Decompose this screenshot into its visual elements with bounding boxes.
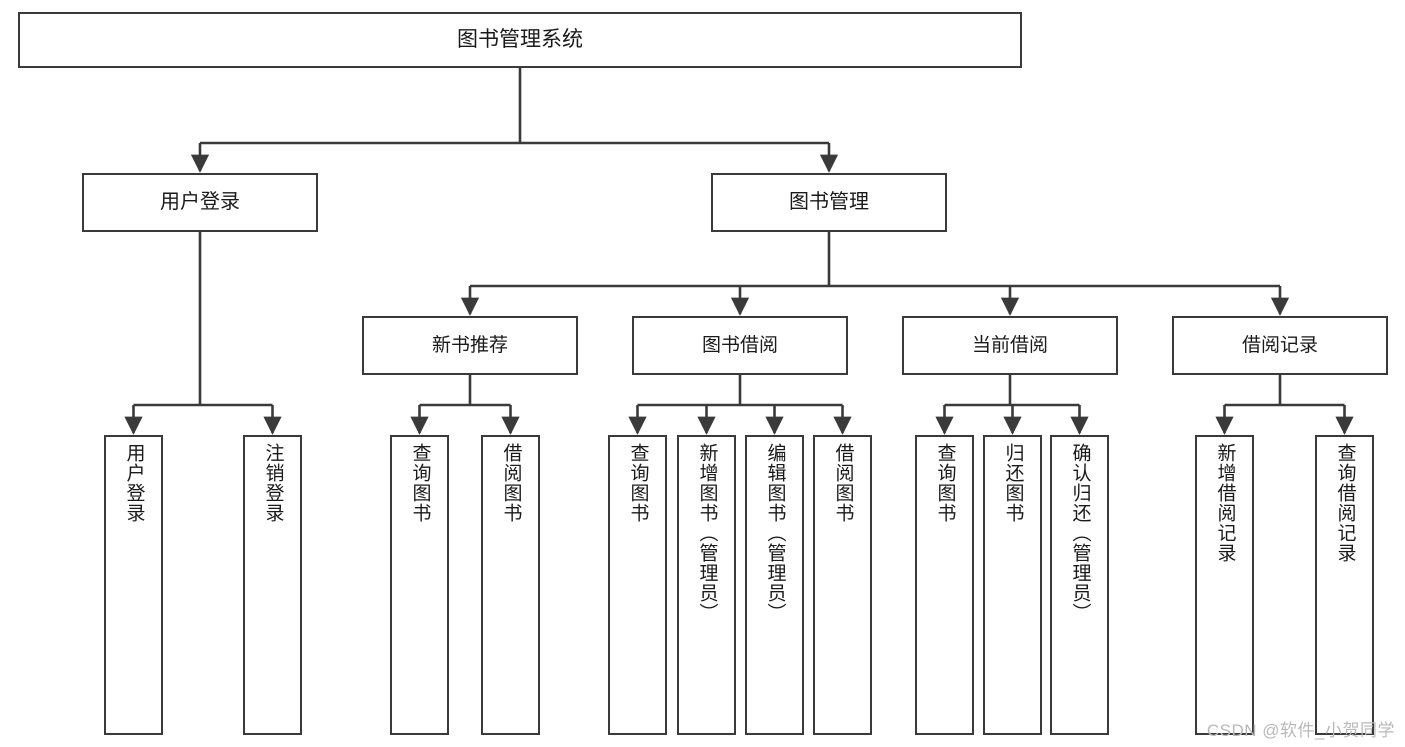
node-label: 新增借阅记录 xyxy=(1214,443,1236,563)
node-leaf-query-book-1[interactable]: 查询图书 xyxy=(390,435,449,735)
node-label: 确认归还（管理员） xyxy=(1069,443,1091,623)
node-leaf-user-login[interactable]: 用户登录 xyxy=(104,435,163,735)
node-leaf-query-record[interactable]: 查询借阅记录 xyxy=(1315,435,1374,735)
node-label: 归还图书 xyxy=(1002,443,1024,523)
node-label: 用户登录 xyxy=(123,443,145,523)
node-leaf-borrow-book-2[interactable]: 借阅图书 xyxy=(813,435,872,735)
node-leaf-query-book-2[interactable]: 查询图书 xyxy=(608,435,667,735)
node-new-book-rec[interactable]: 新书推荐 xyxy=(362,316,578,375)
node-label: 借阅图书 xyxy=(500,443,522,523)
node-label: 用户登录 xyxy=(160,191,240,213)
node-label: 图书管理系统 xyxy=(457,27,583,51)
node-label: 借阅图书 xyxy=(832,443,854,523)
node-leaf-user-logout[interactable]: 注销登录 xyxy=(243,435,302,735)
node-leaf-borrow-book-1[interactable]: 借阅图书 xyxy=(481,435,540,735)
watermark-label: CSDN @软件_小贺同学 xyxy=(1206,721,1395,740)
node-leaf-edit-book[interactable]: 编辑图书（管理员） xyxy=(745,435,804,735)
node-label: 借阅记录 xyxy=(1241,334,1318,356)
node-label: 编辑图书（管理员） xyxy=(764,443,786,623)
node-leaf-add-record[interactable]: 新增借阅记录 xyxy=(1195,435,1254,735)
node-leaf-query-book-3[interactable]: 查询图书 xyxy=(915,435,974,735)
node-leaf-add-book[interactable]: 新增图书（管理员） xyxy=(677,435,736,735)
node-root[interactable]: 图书管理系统 xyxy=(18,12,1022,68)
node-label: 图书借阅 xyxy=(701,334,778,356)
node-book-mgmt[interactable]: 图书管理 xyxy=(711,173,947,232)
node-label: 查询图书 xyxy=(627,443,649,523)
node-user-login[interactable]: 用户登录 xyxy=(82,173,318,232)
node-borrow-record[interactable]: 借阅记录 xyxy=(1172,316,1388,375)
node-book-borrow[interactable]: 图书借阅 xyxy=(632,316,848,375)
node-label: 图书管理 xyxy=(789,191,869,213)
node-leaf-confirm-return[interactable]: 确认归还（管理员） xyxy=(1050,435,1109,735)
node-label: 新增图书（管理员） xyxy=(696,443,718,623)
node-leaf-return-book[interactable]: 归还图书 xyxy=(983,435,1042,735)
node-label: 当前借阅 xyxy=(971,334,1048,356)
node-label: 查询图书 xyxy=(409,443,431,523)
node-label: 查询借阅记录 xyxy=(1334,443,1356,563)
node-label: 查询图书 xyxy=(934,443,956,523)
node-current-borrow[interactable]: 当前借阅 xyxy=(902,316,1118,375)
node-label: 注销登录 xyxy=(262,443,284,523)
node-label: 新书推荐 xyxy=(431,334,508,356)
